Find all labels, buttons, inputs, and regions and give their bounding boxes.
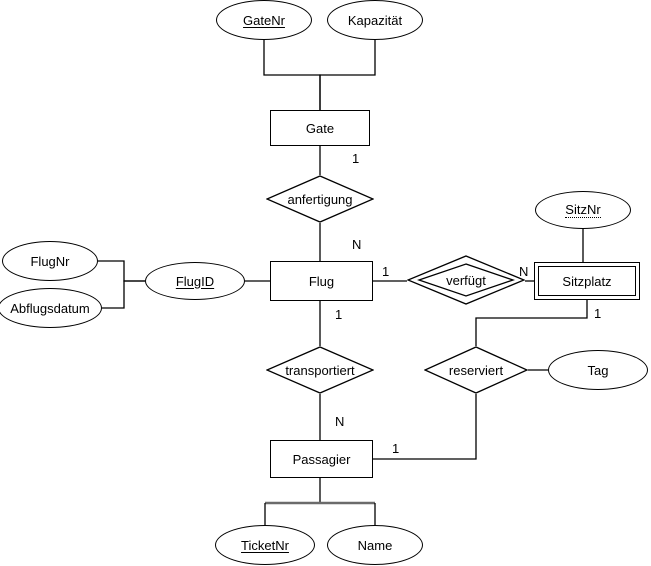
cardinality-passagier-reserviert: 1 bbox=[392, 441, 400, 456]
attribute-flugnr-label: FlugNr bbox=[30, 253, 70, 269]
cardinality-flug-verfuegt: 1 bbox=[382, 264, 390, 279]
relationship-transportiert-label: transportiert bbox=[285, 362, 355, 378]
relationship-transportiert-shape bbox=[266, 346, 374, 394]
cardinality-verfuegt-sitzplatz: N bbox=[519, 264, 529, 279]
attribute-ticketnr[interactable]: TicketNr bbox=[215, 525, 315, 565]
attribute-sitznr-label: SitzNr bbox=[565, 201, 601, 218]
relationship-transportiert[interactable]: transportiert bbox=[266, 346, 374, 394]
relationship-anfertigung[interactable]: anfertigung bbox=[266, 175, 374, 223]
cardinality-flug-transportiert: 1 bbox=[335, 307, 343, 322]
attribute-gatenr-label: GateNr bbox=[243, 12, 285, 28]
attribute-flugid-label: FlugID bbox=[175, 273, 215, 289]
relationship-verfuegt[interactable]: verfügt bbox=[407, 255, 525, 305]
attribute-tag[interactable]: Tag bbox=[548, 350, 648, 390]
relationship-verfuegt-shape bbox=[407, 255, 525, 305]
relationship-reserviert-label: reserviert bbox=[448, 362, 504, 378]
edge-gatenr-to-gate bbox=[263, 40, 321, 110]
attribute-name[interactable]: Name bbox=[327, 525, 423, 565]
edge-flugnr-to-bracket bbox=[98, 260, 145, 282]
relationship-anfertigung-label: anfertigung bbox=[287, 191, 353, 207]
attribute-kapazitaet-label: Kapazität bbox=[347, 12, 403, 28]
edge-kapazitaet-to-gate bbox=[319, 40, 376, 110]
edge-abflugsdatum-to-bracket bbox=[102, 280, 145, 309]
attribute-tag-label: Tag bbox=[587, 362, 609, 378]
cardinality-transportiert-passagier: N bbox=[335, 414, 345, 429]
cardinality-gate-anfertigung: 1 bbox=[352, 151, 360, 166]
relationship-reserviert[interactable]: reserviert bbox=[424, 346, 528, 394]
entity-gate[interactable]: Gate bbox=[270, 110, 370, 146]
attribute-kapazitaet[interactable]: Kapazität bbox=[327, 0, 423, 40]
attribute-abflugsdatum[interactable]: Abflugsdatum bbox=[0, 288, 102, 328]
edge-sitzplatz-to-reserviert bbox=[475, 300, 588, 346]
attribute-ticketnr-label: TicketNr bbox=[241, 537, 289, 553]
attribute-gatenr[interactable]: GateNr bbox=[216, 0, 312, 40]
entity-flug[interactable]: Flug bbox=[270, 261, 373, 301]
entity-flug-label: Flug bbox=[308, 273, 335, 289]
attribute-flugid[interactable]: FlugID bbox=[145, 262, 245, 300]
entity-passagier[interactable]: Passagier bbox=[270, 440, 373, 478]
attribute-sitznr[interactable]: SitzNr bbox=[535, 191, 631, 229]
attribute-abflugsdatum-label: Abflugsdatum bbox=[10, 300, 90, 316]
entity-gate-label: Gate bbox=[305, 120, 335, 136]
attribute-name-label: Name bbox=[357, 537, 393, 553]
entity-sitzplatz-label: Sitzplatz bbox=[562, 273, 612, 289]
relationship-reserviert-shape bbox=[424, 346, 528, 394]
attribute-flugnr[interactable]: FlugNr bbox=[2, 241, 98, 281]
cardinality-anfertigung-flug: N bbox=[352, 237, 362, 252]
edge-reserviert-to-passagier bbox=[373, 394, 477, 460]
entity-sitzplatz[interactable]: Sitzplatz bbox=[534, 262, 640, 300]
entity-sitzplatz-inner-border: Sitzplatz bbox=[538, 266, 636, 296]
relationship-verfuegt-label: verfügt bbox=[446, 272, 486, 288]
entity-passagier-label: Passagier bbox=[292, 451, 351, 467]
cardinality-sitzplatz-reserviert: 1 bbox=[594, 306, 602, 321]
relationship-anfertigung-shape bbox=[266, 175, 374, 223]
